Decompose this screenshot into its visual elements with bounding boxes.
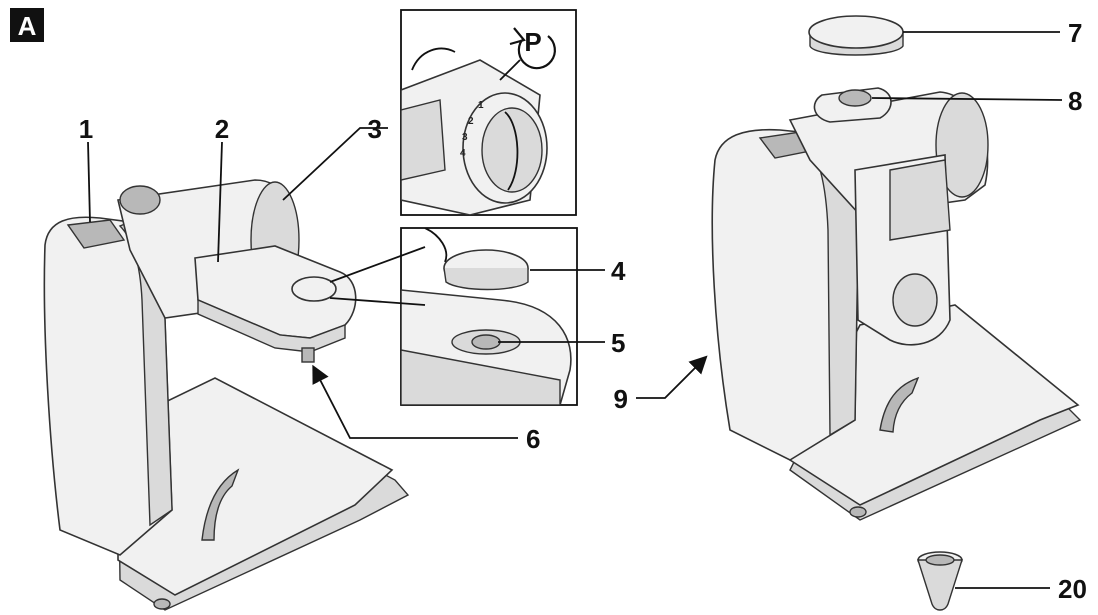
dial-mark-3: 3 [462, 132, 468, 143]
cone-insert [917, 551, 963, 611]
left-base-top [117, 377, 394, 596]
speed-dial-knob [481, 107, 543, 193]
part-label-1: 1 [79, 114, 93, 144]
part-label-3: 3 [368, 114, 382, 144]
right-motor-end-cap [935, 92, 989, 198]
part-labels: 1 2 3 4 5 6 7 8 9 20 [79, 18, 1087, 604]
left-motor-rear-cap [119, 185, 161, 215]
right-base-handle-slot [879, 376, 920, 433]
dial-mark-4: 4 [460, 148, 466, 159]
inset-connector-top [329, 246, 426, 283]
part-label-6: 6 [526, 424, 540, 454]
right-appliance [711, 87, 1082, 521]
leader-6 [312, 364, 518, 439]
bottom-inset [400, 227, 578, 406]
part-label-9: 9 [614, 384, 628, 414]
left-appliance [43, 179, 410, 611]
leader-8 [871, 97, 1063, 101]
part-label-2: 2 [215, 114, 229, 144]
leader-2 [217, 141, 223, 263]
right-arm-drive-hole [892, 273, 938, 327]
leader-1 [87, 141, 91, 223]
dial-mark-1: 1 [478, 100, 484, 111]
pulse-rotate-icon: P [509, 27, 556, 70]
drive-socket [471, 334, 501, 350]
section-badge-text: A [18, 11, 37, 41]
part-label-4: 4 [611, 256, 626, 286]
left-foot [153, 598, 171, 610]
right-base-top [788, 304, 1080, 506]
left-arm-lid [291, 276, 337, 302]
left-base-handle-slot [201, 468, 240, 541]
drive-cover-rim [443, 267, 529, 291]
right-foot [849, 506, 867, 518]
top-inset: 1 2 3 4 P [400, 9, 577, 216]
leader-lines [87, 31, 1063, 589]
left-top-button [66, 219, 126, 249]
left-mixer-arm-side [197, 298, 346, 353]
right-drive-socket [838, 89, 872, 107]
pulse-symbol-text: P [524, 27, 541, 57]
dial-mark-2: 2 [468, 116, 474, 127]
leader-9 [636, 355, 708, 399]
inset-connector-bottom [329, 297, 426, 306]
part-label-5: 5 [611, 328, 625, 358]
section-badge: A [10, 8, 44, 42]
right-drive-arm-side [889, 159, 951, 241]
part-label-20: 20 [1058, 574, 1087, 604]
part-label-8: 8 [1068, 86, 1082, 116]
left-drive-spindle [301, 347, 315, 363]
part-label-7: 7 [1068, 18, 1082, 48]
socket-cover [808, 15, 904, 56]
leader-3 [282, 127, 388, 201]
